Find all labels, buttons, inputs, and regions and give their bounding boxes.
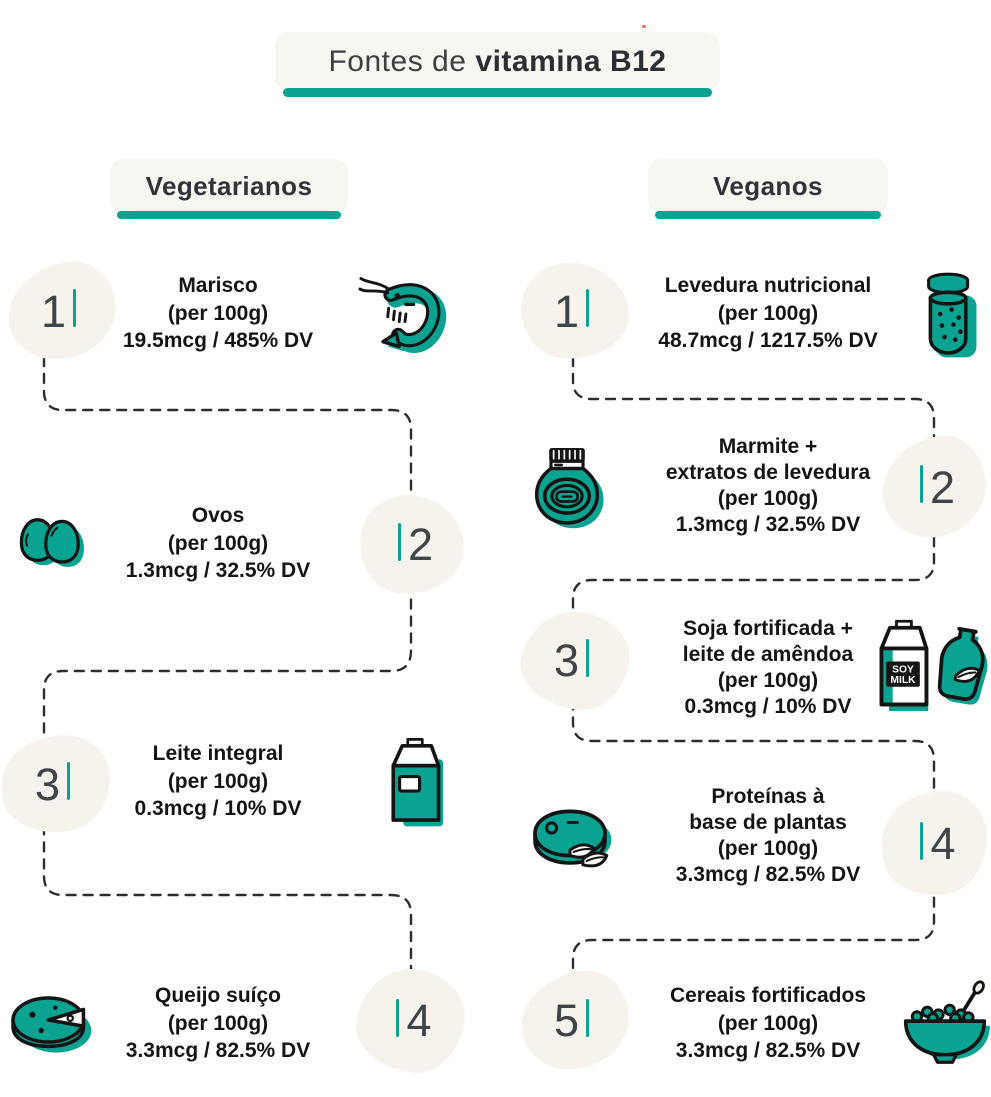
rank-number: 5 (553, 995, 580, 1046)
yeast-jar-icon (927, 272, 977, 358)
item-value: 48.7mcg / 1217.5% DV (658, 329, 878, 352)
page-title: Fontes de vitamina B12 (275, 32, 720, 97)
rank-badge: 2 (356, 491, 468, 598)
marmite-jar-icon (534, 448, 604, 529)
rank-tick-icon (586, 998, 590, 1037)
item-value: 1.3mcg / 32.5% DV (675, 513, 861, 536)
plant-protein-icon (533, 809, 612, 868)
rank-badge: 1 (2, 256, 122, 366)
item-name: Soja fortificada + leite de amêndoa (682, 617, 854, 666)
item-text-levedura: Levedura nutricional (per 100g) 48.7mcg … (612, 272, 924, 355)
rank-number: 2 (929, 461, 956, 513)
rank-badge: 5 (515, 965, 635, 1076)
rank-number: 3 (34, 758, 61, 810)
item-name: Proteínas à base de plantas (689, 785, 847, 834)
rank-tick-icon (397, 522, 401, 561)
item-text-marmite: Marmite + extratos de levedura (per 100g… (612, 434, 924, 538)
item-value: 3.3mcg / 82.5% DV (675, 863, 861, 886)
column-header-label: Vegetarianos (145, 170, 313, 201)
item-serving: (per 100g) (167, 769, 269, 793)
rank-tick-icon (586, 289, 590, 327)
rank-badge: 3 (516, 606, 634, 715)
item-serving: (per 100g) (167, 301, 269, 325)
item-serving: (per 100g) (717, 837, 819, 860)
left-column-connector (42, 338, 413, 1007)
item-serving: (per 100g) (167, 531, 269, 555)
rank-tick-icon (67, 762, 71, 800)
item-name: Levedura nutricional (664, 274, 872, 297)
rank-number: 4 (406, 995, 432, 1046)
item-value: 3.3mcg / 82.5% DV (125, 1039, 311, 1062)
shrimp-icon (358, 277, 447, 354)
item-serving: (per 100g) (717, 301, 819, 325)
item-text-queijo: Queijo suíço (per 100g) 3.3mcg / 82.5% D… (80, 982, 356, 1065)
soy-milk-icon: SOY MILK (879, 619, 988, 712)
item-value: 3.3mcg / 82.5% DV (675, 1039, 861, 1062)
rank-tick-icon (73, 289, 77, 327)
item-text-leite: Leite integral (per 100g) 0.3mcg / 10% D… (80, 740, 356, 823)
title-prefix: Fontes de (328, 44, 467, 78)
soy-label-line1: SOY (892, 665, 914, 676)
cereal-bowl-icon (903, 980, 990, 1064)
column-header-label: Veganos (713, 170, 823, 201)
rank-tick-icon (586, 638, 590, 677)
item-value: 1.3mcg / 32.5% DV (125, 559, 311, 582)
title-bold: vitamina B12 (475, 44, 667, 78)
rank-badge: 1 (517, 259, 633, 363)
rank-number: 1 (40, 285, 67, 337)
item-text-proteinas: Proteínas à base de plantas (per 100g) 3… (612, 784, 924, 888)
milk-carton-icon (391, 738, 444, 827)
item-serving: (per 100g) (167, 1011, 269, 1035)
item-name: Marisco (178, 274, 258, 297)
item-serving: (per 100g) (717, 669, 819, 692)
rank-number: 2 (407, 519, 434, 570)
rank-tick-icon (919, 465, 923, 503)
item-name: Cereais fortificados (669, 984, 867, 1007)
rank-tick-icon (920, 821, 924, 860)
item-text-ovos: Ovos (per 100g) 1.3mcg / 32.5% DV (80, 502, 356, 585)
item-serving: (per 100g) (717, 487, 819, 510)
rank-badge: 4 (351, 963, 470, 1078)
rank-number: 4 (930, 818, 956, 869)
column-header-vegetarianos: Vegetarianos (110, 159, 348, 219)
item-value: 0.3mcg / 10% DV (684, 695, 852, 718)
item-text-cereais: Cereais fortificados (per 100g) 3.3mcg /… (612, 982, 924, 1065)
stray-mark (642, 25, 646, 28)
swiss-cheese-icon (11, 996, 92, 1053)
item-serving: (per 100g) (717, 1011, 819, 1035)
column-header-veganos: Veganos (648, 159, 888, 219)
rank-badge: 3 (0, 733, 113, 835)
rank-badge: 2 (876, 431, 991, 543)
item-text-marisco: Marisco (per 100g) 19.5mcg / 485% DV (80, 272, 356, 355)
rank-number: 1 (553, 285, 580, 337)
item-name: Marmite + extratos de levedura (665, 435, 871, 484)
soy-label-line2: MILK (890, 675, 916, 686)
eggs-icon (19, 518, 84, 567)
rank-number: 3 (553, 635, 580, 686)
item-text-soja: Soja fortificada + leite de amêndoa (per… (612, 616, 924, 720)
item-value: 0.3mcg / 10% DV (134, 797, 302, 820)
rank-tick-icon (396, 998, 400, 1037)
item-name: Queijo suíço (154, 984, 282, 1007)
item-name: Leite integral (152, 742, 284, 765)
rank-badge: 4 (879, 789, 990, 898)
item-value: 19.5mcg / 485% DV (122, 329, 314, 352)
item-name: Ovos (191, 504, 245, 527)
